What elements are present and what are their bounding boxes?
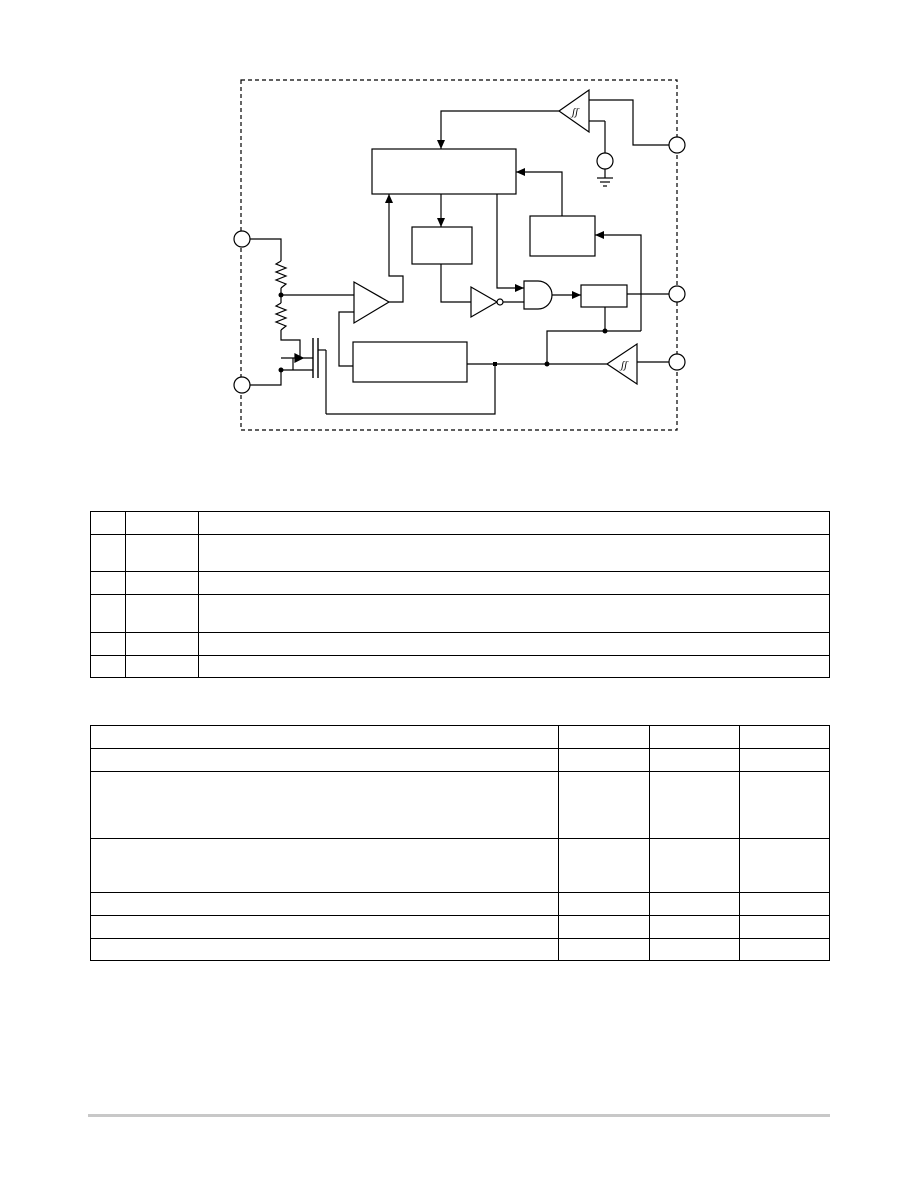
control-logic-block [371,148,517,195]
table-cell [558,892,650,916]
table-row [90,632,830,656]
table-cell [198,534,830,572]
table-cell [198,511,830,535]
table-cell [558,748,650,772]
table-row [90,594,830,633]
schmitt-buffer-top [557,88,590,134]
inverter-bubble [496,298,504,306]
pin-circle-right-top [668,136,686,154]
table-cell [649,915,740,939]
resistor-top [274,260,288,289]
table-cell [649,725,740,749]
reference-block [529,215,596,257]
table-cell [739,938,830,961]
table-row [90,511,830,535]
table-cell [125,655,199,678]
resistor-bottom [274,302,288,331]
table-cell [198,655,830,678]
table-row [90,771,830,839]
timer-block [411,226,473,265]
table-cell [649,892,740,916]
block-diagram: ʃʃ ʃʃ [233,79,686,431]
table-cell [125,594,199,633]
table-cell [558,771,650,839]
table-row [90,534,830,572]
table-cell [90,655,126,678]
table-cell [90,748,559,772]
pin-circle-right-middle [668,285,686,303]
table-cell [739,748,830,772]
table-cell [739,892,830,916]
table-cell [739,725,830,749]
pin-circle-right-bottom [668,353,686,371]
schmitt-symbol-top: ʃʃ [570,106,580,118]
table-cell [125,632,199,656]
table-cell [739,771,830,839]
table-cell [558,725,650,749]
table-cell [90,892,559,916]
table-cell [90,915,559,939]
table-cell [649,771,740,839]
table-cell [90,838,559,893]
table-cell [198,632,830,656]
table-row [90,838,830,893]
table-cell [125,571,199,595]
table-cell [90,725,559,749]
wires [250,99,669,415]
ground-icon [597,169,613,187]
table-cell [198,594,830,633]
table-cell [649,938,740,961]
table-cell [90,594,126,633]
footer-divider [88,1114,830,1117]
table-cell [90,632,126,656]
table-row [90,892,830,916]
table-row [90,725,830,749]
table-cell [198,571,830,595]
table-cell [739,838,830,893]
ratings-table [90,725,830,961]
table-cell [90,571,126,595]
table-row [90,938,830,961]
junction-dots [278,292,608,373]
inverter [470,285,499,319]
table-row [90,915,830,939]
table-cell [90,511,126,535]
table-cell [90,534,126,572]
arrowheads [385,140,604,299]
table-cell [739,915,830,939]
table-cell [558,938,650,961]
table-cell [558,915,650,939]
pin-circle-left-top [233,230,251,248]
table-cell [649,838,740,893]
schmitt-symbol-bottom: ʃʃ [619,359,629,371]
table-row [90,748,830,772]
latch-block [580,284,628,308]
pin-circle-left-bottom [233,376,251,394]
table-cell [125,534,199,572]
comparator-amplifier [353,280,391,325]
table-row [90,571,830,595]
package-outline [240,79,678,431]
table-cell [558,838,650,893]
table-row [90,655,830,678]
schmitt-buffer-bottom [605,342,638,386]
table-cell [90,771,559,839]
table-cell [649,748,740,772]
table-cell [125,511,199,535]
transistor-icon [281,338,327,414]
ground-pin-circle [596,152,614,170]
table-cell [90,938,559,961]
driver-block [352,341,468,383]
and-gate [523,280,553,310]
pin-description-table [90,511,830,678]
